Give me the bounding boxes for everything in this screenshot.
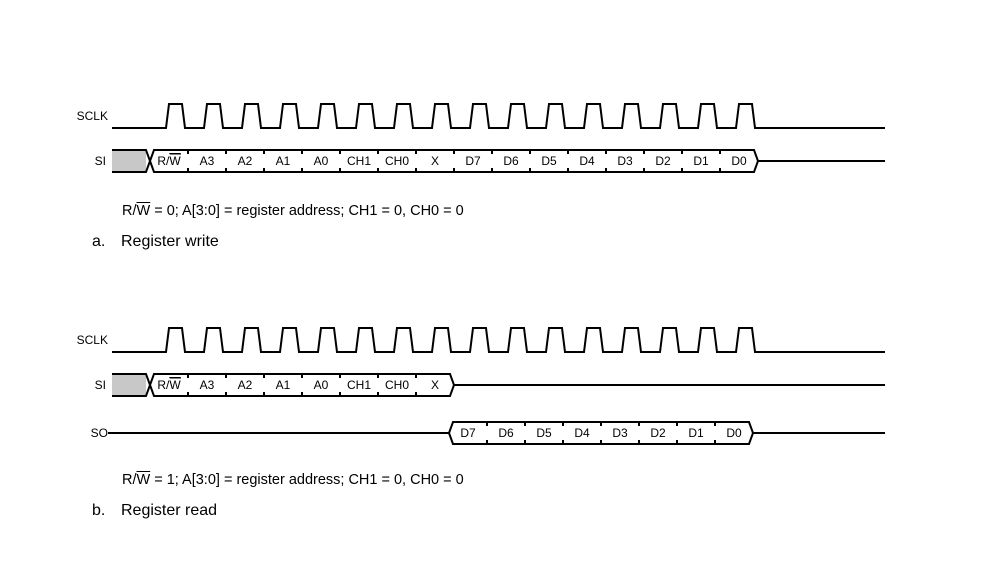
caption-register-read: b.Register read [92,502,218,519]
bit-label: D1 [688,426,704,440]
si-label: SI [95,378,106,392]
bit-label: A0 [314,154,329,168]
bit-label: D6 [503,154,519,168]
si-bit-cell: A3 [200,378,215,392]
bit-label: X [431,378,439,392]
bit-label: D2 [650,426,666,440]
si-bit-cell: X [431,378,439,392]
so-bit-cell: D7 [460,426,476,440]
si-bit-cell: D1 [693,154,709,168]
si-bit-cell: D7 [465,154,481,168]
si-bit-cell: R/W [157,154,181,168]
caption-register-write: a.Register write [92,233,219,250]
panel-register-read: SCLK SI R/W A3 A2 A1 A0 CH1 CH0 X SO D7 D6 D5 D4 D3 D2 D1… [77,327,885,445]
write-note: R/W = 0; A[3:0] = register address; CH1 … [122,203,464,219]
bit-label: R/ [157,154,170,168]
bit-label: D2 [655,154,671,168]
sclk-waveform [112,103,885,129]
si-bus [148,149,760,173]
si-bit-cell: A2 [238,154,253,168]
si-bit-cell: A0 [314,154,329,168]
bit-label: CH1 [347,378,371,392]
si-bit-cell: X [431,154,439,168]
si-idle-region [112,374,146,396]
so-bit-cell: D3 [612,426,628,440]
so-bit-cell: D4 [574,426,590,440]
sclk-label: SCLK [77,109,108,123]
bit-label-bar: W [169,154,181,168]
si-bit-cell: CH1 [347,378,371,392]
bit-label: D3 [612,426,628,440]
bit-label: X [431,154,439,168]
bit-label: D0 [731,154,747,168]
si-bus [148,373,456,397]
si-bit-cell: D5 [541,154,557,168]
bit-label-bar: W [169,378,181,392]
si-label: SI [95,154,106,168]
bit-label: CH1 [347,154,371,168]
bit-label: A3 [200,378,215,392]
bit-label: A0 [314,378,329,392]
bit-label: CH0 [385,378,409,392]
si-bit-cell: R/W [157,378,181,392]
sclk-waveform [112,327,885,353]
bit-label: D5 [541,154,557,168]
bit-label: A2 [238,154,253,168]
bit-label: D4 [579,154,595,168]
bit-label: D7 [460,426,476,440]
bit-label: A1 [276,378,291,392]
so-bus [447,421,755,445]
si-bit-cell: A0 [314,378,329,392]
si-bit-cell: CH0 [385,378,409,392]
si-bit-cell: D4 [579,154,595,168]
si-bit-cell: A1 [276,154,291,168]
bit-label: A1 [276,154,291,168]
so-bit-cell: D2 [650,426,666,440]
so-bit-cell: D5 [536,426,552,440]
si-bit-cell: A2 [238,378,253,392]
bit-label: R/ [157,378,170,392]
bit-label: D0 [726,426,742,440]
si-bit-cell: D3 [617,154,633,168]
so-label: SO [91,426,108,440]
bit-label: CH0 [385,154,409,168]
so-bit-cell: D1 [688,426,704,440]
bit-label: D4 [574,426,590,440]
bit-label: D7 [465,154,481,168]
bit-label: A3 [200,154,215,168]
panel-register-write: SCLK SI R/W A3 A2 A1 A0 CH1 CH0 X D7 D6 D5 D4 D3 D2 D1 D0 [77,103,885,173]
sclk-label: SCLK [77,333,108,347]
si-bit-cell: A3 [200,154,215,168]
bit-label: D3 [617,154,633,168]
read-note: R/W = 1; A[3:0] = register address; CH1 … [122,472,464,488]
si-bit-cell: D2 [655,154,671,168]
so-bit-cell: D0 [726,426,742,440]
bit-label: D1 [693,154,709,168]
si-bit-cell: D6 [503,154,519,168]
si-bit-cell: A1 [276,378,291,392]
si-bit-cell: CH1 [347,154,371,168]
si-bit-cell: D0 [731,154,747,168]
bit-label: A2 [238,378,253,392]
bit-label: D5 [536,426,552,440]
si-bit-cell: CH0 [385,154,409,168]
so-bit-cell: D6 [498,426,514,440]
si-idle-region [112,150,146,172]
bit-label: D6 [498,426,514,440]
